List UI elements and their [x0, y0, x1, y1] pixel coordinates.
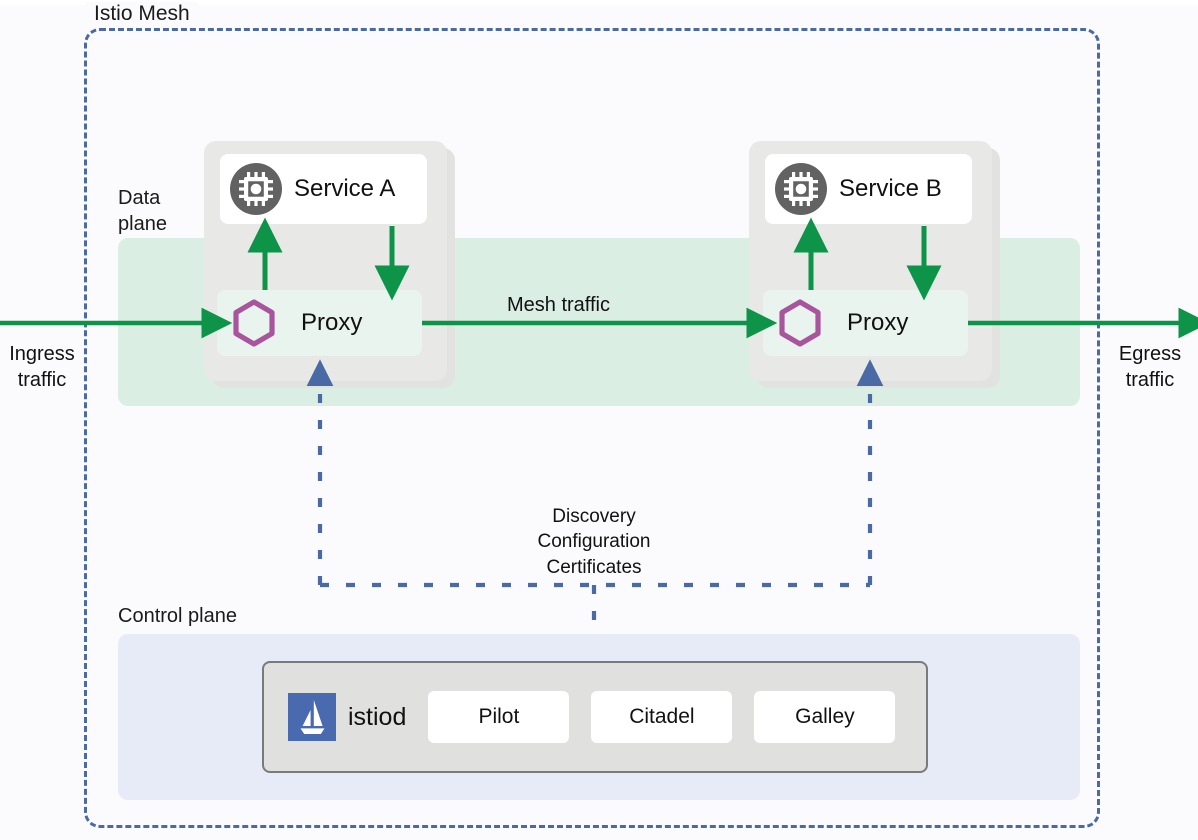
- service-b-header[interactable]: Service B: [765, 154, 972, 224]
- istiod-box[interactable]: istiod Pilot Citadel Galley: [262, 661, 928, 773]
- data-plane-label: Data plane: [118, 187, 167, 235]
- ingress-traffic-label: Ingress traffic: [9, 343, 75, 391]
- istiod-brand: istiod: [288, 693, 406, 741]
- control-plane-message-configuration: Configuration: [537, 531, 651, 553]
- proxy-b[interactable]: Proxy: [763, 290, 968, 356]
- istio-mesh-title: Istio Mesh: [86, 2, 198, 26]
- cpu-chip-icon: [775, 163, 827, 215]
- cpu-chip-icon: [230, 163, 282, 215]
- envoy-hexagon-icon: [229, 298, 279, 348]
- control-plane-message-certificates: Certificates: [546, 556, 642, 578]
- control-plane-message-discovery: Discovery: [552, 506, 636, 527]
- proxy-a-label: Proxy: [301, 309, 363, 336]
- service-a-header[interactable]: Service A: [220, 154, 427, 224]
- egress-traffic-label: Egress traffic: [1118, 343, 1182, 391]
- control-plane-label: Control plane: [118, 605, 237, 627]
- control-plane-messages: Discovery Configuration Certificates: [502, 504, 686, 580]
- component-pilot[interactable]: Pilot: [428, 691, 570, 743]
- proxy-b-label: Proxy: [847, 309, 909, 336]
- service-b-name: Service B: [839, 175, 942, 202]
- component-citadel[interactable]: Citadel: [591, 691, 733, 743]
- top-strip: [0, 0, 1198, 5]
- component-galley[interactable]: Galley: [754, 691, 896, 743]
- envoy-hexagon-icon: [775, 298, 825, 348]
- proxy-a[interactable]: Proxy: [217, 290, 422, 356]
- mesh-traffic-label: Mesh traffic: [507, 294, 610, 316]
- service-a-name: Service A: [294, 175, 396, 202]
- istio-mesh-boundary: [84, 28, 1100, 828]
- istio-sailboat-logo: [288, 693, 336, 741]
- istiod-label: istiod: [348, 702, 407, 731]
